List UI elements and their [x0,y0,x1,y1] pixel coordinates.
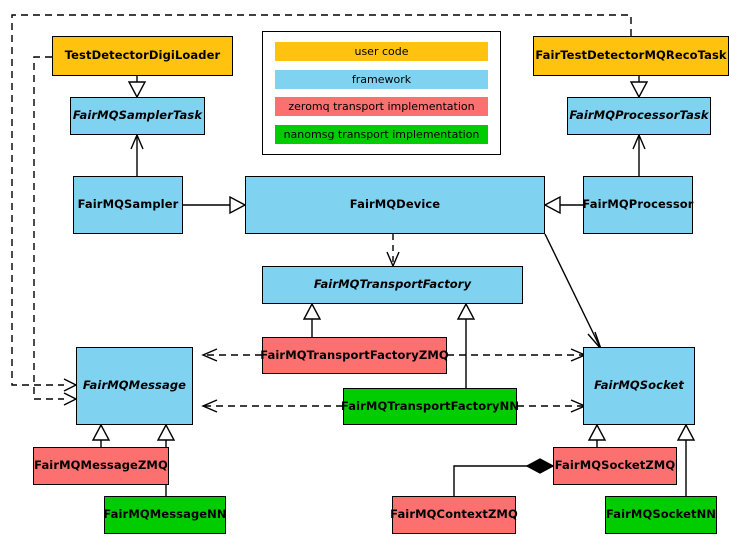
class-node-fairmq-message-nn[interactable]: FairMQMessageNN [103,496,227,534]
class-node-fairmq-processor-task[interactable]: FairMQProcessorTask [567,97,711,135]
legend-row-nanomsg: nanomsg transport implementation [275,124,488,144]
class-node-label: FairMQSocketZMQ [554,458,676,473]
class-node-label: FairMQProcessor [582,197,694,212]
class-node-label: FairMQDevice [349,197,441,212]
class-node-fairmq-transport-factory-nn[interactable]: FairMQTransportFactoryNN [340,388,520,425]
class-node-label: FairTestDetectorMQRecoTask [535,48,727,63]
edge-messagezmq-message [91,423,111,447]
edge-factorynn-factory [456,302,476,388]
edge-socketnn-socket [676,423,696,496]
class-node-fairmq-socket-zmq[interactable]: FairMQSocketZMQ [553,447,677,485]
class-node-label: FairMQTransportFactoryNN [340,398,520,413]
class-node-label: FairMQSocket [594,378,684,393]
class-node-fairmq-socket-nn[interactable]: FairMQSocketNN [605,496,717,534]
class-node-fairmq-message-zmq[interactable]: FairMQMessageZMQ [33,447,169,485]
class-node-label: FairMQMessage [82,378,187,393]
legend-label-framework: framework [351,72,412,86]
edge-socketzmq-socket [587,423,607,447]
class-node-fairmq-device[interactable]: FairMQDevice [245,176,545,234]
class-node-label: TestDetectorDigiLoader [64,48,221,63]
class-node-fairmq-transport-factory[interactable]: FairMQTransportFactory [262,266,523,304]
class-node-test-detector-digi-loader[interactable]: TestDetectorDigiLoader [52,36,233,76]
class-node-fairmq-processor[interactable]: FairMQProcessor [582,176,694,234]
edge-factorynn-socket [517,399,587,413]
class-node-label: FairMQSocketNN [605,507,717,522]
legend-row-user-code: user code [275,42,488,61]
edge-factoryzmq-factory [302,302,322,337]
class-node-fairmq-context-zmq[interactable]: FairMQContextZMQ [390,496,518,534]
edge-factoryzmq-message [201,348,262,362]
class-node-label: FairMQMessageNN [103,507,227,522]
class-node-label: FairMQContextZMQ [390,507,518,522]
class-node-fairmq-sampler-task[interactable]: FairMQSamplerTask [70,97,205,135]
class-node-label: FairMQSamplerTask [72,108,203,123]
class-node-fairmq-socket[interactable]: FairMQSocket [583,347,695,425]
edge-digiloader-samplertask [127,76,147,99]
class-node-label: FairMQTransportFactoryZMQ [260,347,449,362]
legend-label-user-code: user code [354,45,409,58]
legend-row-zeromq: zeromq transport implementation [275,97,488,117]
class-node-fair-test-detector-mq-reco-task[interactable]: FairTestDetectorMQRecoTask [533,36,729,76]
edge-processor-processortask [632,133,646,176]
legend-label-nanomsg: nanomsg transport implementation [283,127,480,141]
edge-sampler-samplertask [130,133,144,176]
category-legend: user code framework zeromq transport imp… [262,31,501,155]
edge-factorynn-message [201,399,343,413]
class-node-label: FairMQProcessorTask [569,108,709,123]
class-node-label: FairMQTransportFactory [313,277,472,292]
legend-label-zeromq: zeromq transport implementation [288,100,475,114]
class-node-label: FairMQMessageZMQ [34,458,168,473]
edge-device-transportfactory [386,234,400,268]
class-node-fairmq-sampler[interactable]: FairMQSampler [73,176,183,234]
edge-processor-device [543,195,583,215]
edge-recotask-processortask [629,76,649,99]
class-node-fairmq-transport-factory-zmq[interactable]: FairMQTransportFactoryZMQ [260,337,449,374]
edge-contextzmq-socketzmq [453,458,555,496]
edge-sampler-device [183,195,247,215]
legend-row-framework: framework [275,69,488,89]
edge-factoryzmq-socket [447,348,587,362]
class-node-fairmq-message[interactable]: FairMQMessage [76,347,193,425]
edge-device-socket [544,233,602,350]
class-node-label: FairMQSampler [77,197,179,212]
